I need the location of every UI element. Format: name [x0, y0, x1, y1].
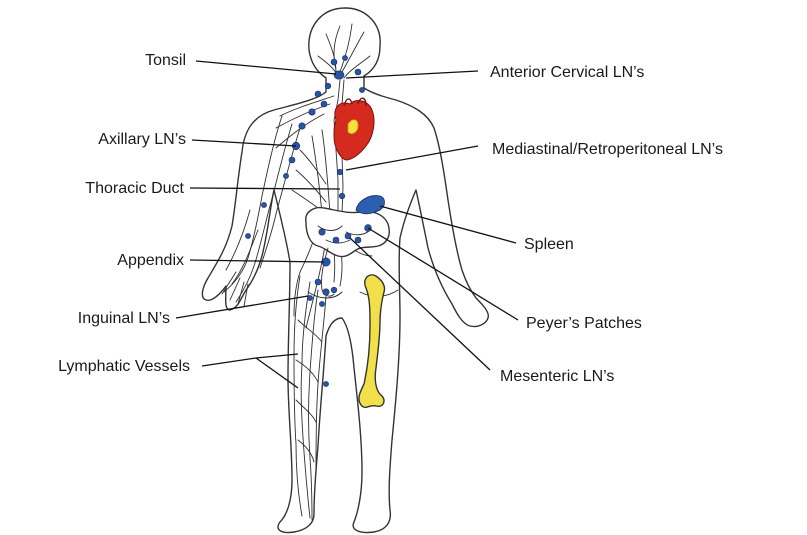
lymph-node — [299, 123, 305, 129]
label-mesenteric: Mesenteric LN’s — [500, 368, 614, 385]
lymph-node — [334, 71, 344, 79]
lymph-node — [342, 55, 347, 60]
lymph-node — [325, 83, 331, 89]
label-peyers: Peyer’s Patches — [526, 315, 642, 332]
lymph-node — [339, 193, 345, 199]
label-axillary: Axillary LN’s — [98, 131, 186, 148]
lymph-node — [245, 233, 250, 238]
label-lymphatic-vessels: Lymphatic Vessels — [58, 358, 190, 375]
lymph-node — [333, 237, 339, 243]
lymph-node — [337, 169, 343, 175]
leader-lymphatic-vessels — [202, 354, 298, 388]
label-spleen: Spleen — [524, 236, 574, 253]
lymph-node — [309, 109, 315, 115]
label-appendix: Appendix — [117, 252, 184, 269]
label-tonsil: Tonsil — [145, 52, 186, 69]
lymph-node — [331, 287, 337, 293]
lymph-node — [307, 295, 312, 300]
label-inguinal: Inguinal LN’s — [78, 310, 170, 327]
lymph-node — [261, 202, 266, 207]
lymph-node — [319, 229, 325, 235]
lymph-node — [331, 59, 337, 65]
lymph-node — [289, 157, 295, 163]
lymph-node — [283, 173, 288, 178]
lymph-node — [315, 91, 321, 97]
body-silhouette — [202, 8, 488, 533]
lymph-node — [315, 279, 321, 285]
label-thoracic-duct: Thoracic Duct — [85, 180, 184, 197]
lymph-node — [323, 289, 329, 295]
lymph-node — [323, 381, 328, 386]
lymph-node — [355, 69, 361, 75]
lymph-node — [359, 87, 364, 92]
lymph-node — [319, 301, 324, 306]
lymph-node — [321, 101, 327, 107]
label-mediastinal: Mediastinal/Retroperitoneal LN’s — [492, 141, 723, 158]
leader-inguinal — [176, 296, 308, 318]
label-anterior-cervical: Anterior Cervical LN’s — [490, 64, 644, 81]
lymph-node — [355, 237, 361, 243]
